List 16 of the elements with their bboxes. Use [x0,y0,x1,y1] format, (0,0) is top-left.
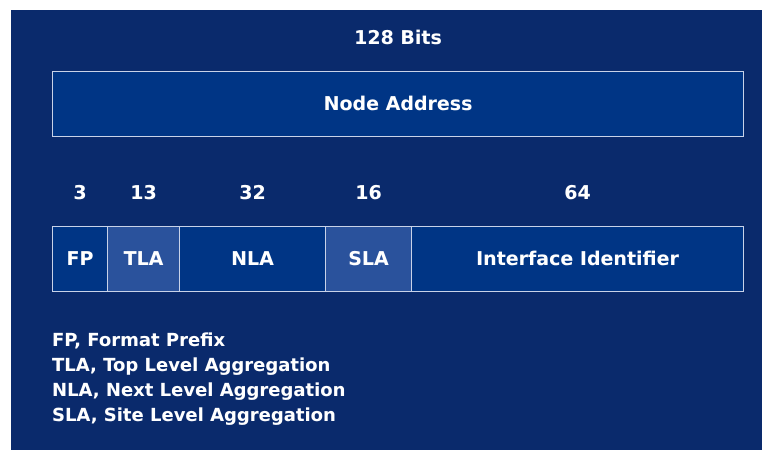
bit-field: SLA [325,226,412,292]
bit-width: 13 [129,182,158,204]
bit-field: NLA [179,226,326,292]
bit-width: 64 [563,182,592,204]
bit-field: FP [52,226,108,292]
address-field: Node Address [52,71,744,137]
bit-width: 32 [238,182,267,204]
bit-width: 16 [354,182,383,204]
bit-width: 128 Bits [353,27,443,49]
bit-width: 3 [72,182,88,204]
bit-field: Interface Identifier [411,226,744,292]
bit-field: TLA [107,226,180,292]
legend-note: SLA, Site Level Aggregation [52,405,336,426]
legend-note: TLA, Top Level Aggregation [52,355,330,376]
legend-note: FP, Format Prefix [52,330,226,351]
legend-note: NLA, Next Level Aggregation [52,380,346,401]
